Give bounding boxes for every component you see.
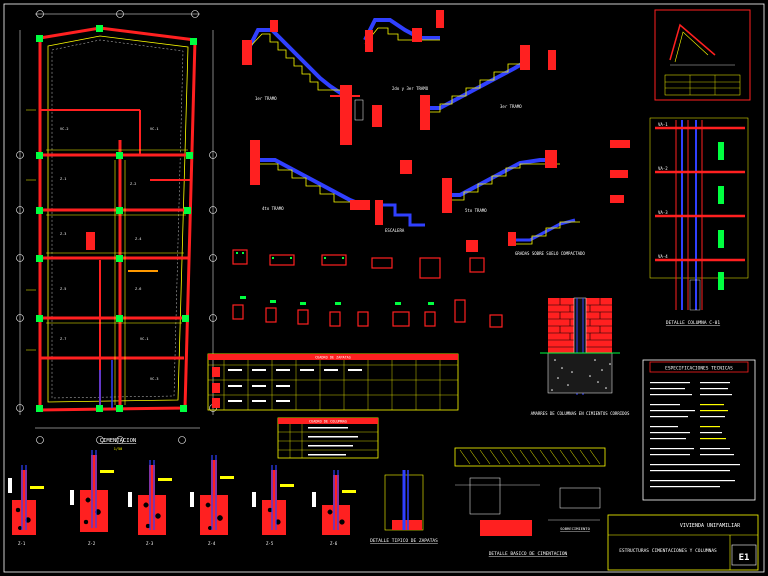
corner-detail <box>654 9 751 101</box>
svg-text:Z-7: Z-7 <box>60 337 66 341</box>
beam-tag-3: VA-3 <box>658 210 668 215</box>
title-block <box>607 514 759 571</box>
svg-text:Z-6: Z-6 <box>135 287 141 291</box>
project-name: VIVIENDA UNIFAMILIAR <box>680 523 741 529</box>
svg-text:Z-4: Z-4 <box>135 237 141 241</box>
stair-label-5: 5to TRAMO <box>465 208 487 213</box>
sheet-number: E1 <box>739 553 750 563</box>
stair-label-1: 1er TRAMO <box>255 96 277 101</box>
footing-label-3: Z-3 <box>146 541 154 546</box>
beam-tag-4: VA-4 <box>658 254 668 259</box>
beam-tag-2: VA-2 <box>658 166 668 171</box>
svg-text:Z-1: Z-1 <box>60 177 66 181</box>
column-table <box>277 417 379 459</box>
foundation-section <box>454 447 606 536</box>
foundation-table-title: CUADRO DE ZAPATAS <box>315 356 351 360</box>
foundation-section-title: DETALLE BASICO DE CIMENTACION <box>489 551 568 557</box>
column-detail-title: DETALLE COLUMNA C-01 <box>666 320 720 326</box>
footing-detail-title: DETALLE TIPICO DE ZAPATAS <box>370 538 438 544</box>
plan-caption: CIMENTACION <box>100 438 136 444</box>
footing-label-5: Z-5 <box>266 541 274 546</box>
column-table-title: CUADRO DE COLUMNAS <box>309 420 347 424</box>
brick-wall-detail <box>540 297 620 395</box>
stair-label-7: GRADAS SOBRE SUELO COMPACTADO <box>515 251 585 256</box>
column-sections <box>232 249 503 328</box>
specs-title: ESPECIFICACIONES TECNICAS <box>665 366 733 372</box>
footing-label-2: Z-2 <box>88 541 96 546</box>
svg-text:VC-2: VC-2 <box>60 127 68 131</box>
beam-tag-1: VA-1 <box>658 122 668 127</box>
stair-sections <box>242 10 630 252</box>
stair-label-2: 2do y 3er TRAMO <box>392 86 429 91</box>
plan-scale: 1/50 <box>114 447 122 451</box>
stair-label-6: ESCALERA <box>385 228 405 233</box>
column-detail: VA-1 VA-2 VA-3 VA-4 <box>649 117 749 311</box>
stair-label-3: 3er TRAMO <box>500 104 522 109</box>
footing-label-6: Z-6 <box>330 541 338 546</box>
svg-text:Z-2: Z-2 <box>130 182 136 186</box>
sobrecimiento-label: SOBRECIMIENTO <box>560 526 590 531</box>
svg-text:VC-1: VC-1 <box>140 337 148 341</box>
wall-detail-title: AMARRES DE COLUMNAS EN CIMIENTOS CORRIDO… <box>531 411 630 416</box>
svg-text:Z-5: Z-5 <box>60 287 66 291</box>
svg-text:VC-3: VC-3 <box>150 377 158 381</box>
specifications-panel <box>642 359 756 501</box>
footing-label-4: Z-4 <box>208 541 216 546</box>
footing-details <box>8 450 424 535</box>
foundation-table <box>207 353 459 411</box>
sheet-border <box>3 3 765 573</box>
footing-label-1: Z-1 <box>18 541 26 546</box>
sheet-title: ESTRUCTURAS CIMENTACIONES Y COLUMNAS <box>619 548 717 554</box>
svg-text:VC-1: VC-1 <box>150 127 158 131</box>
stair-label-4: 4to TRAMO <box>262 206 284 211</box>
svg-text:Z-3: Z-3 <box>60 232 66 236</box>
